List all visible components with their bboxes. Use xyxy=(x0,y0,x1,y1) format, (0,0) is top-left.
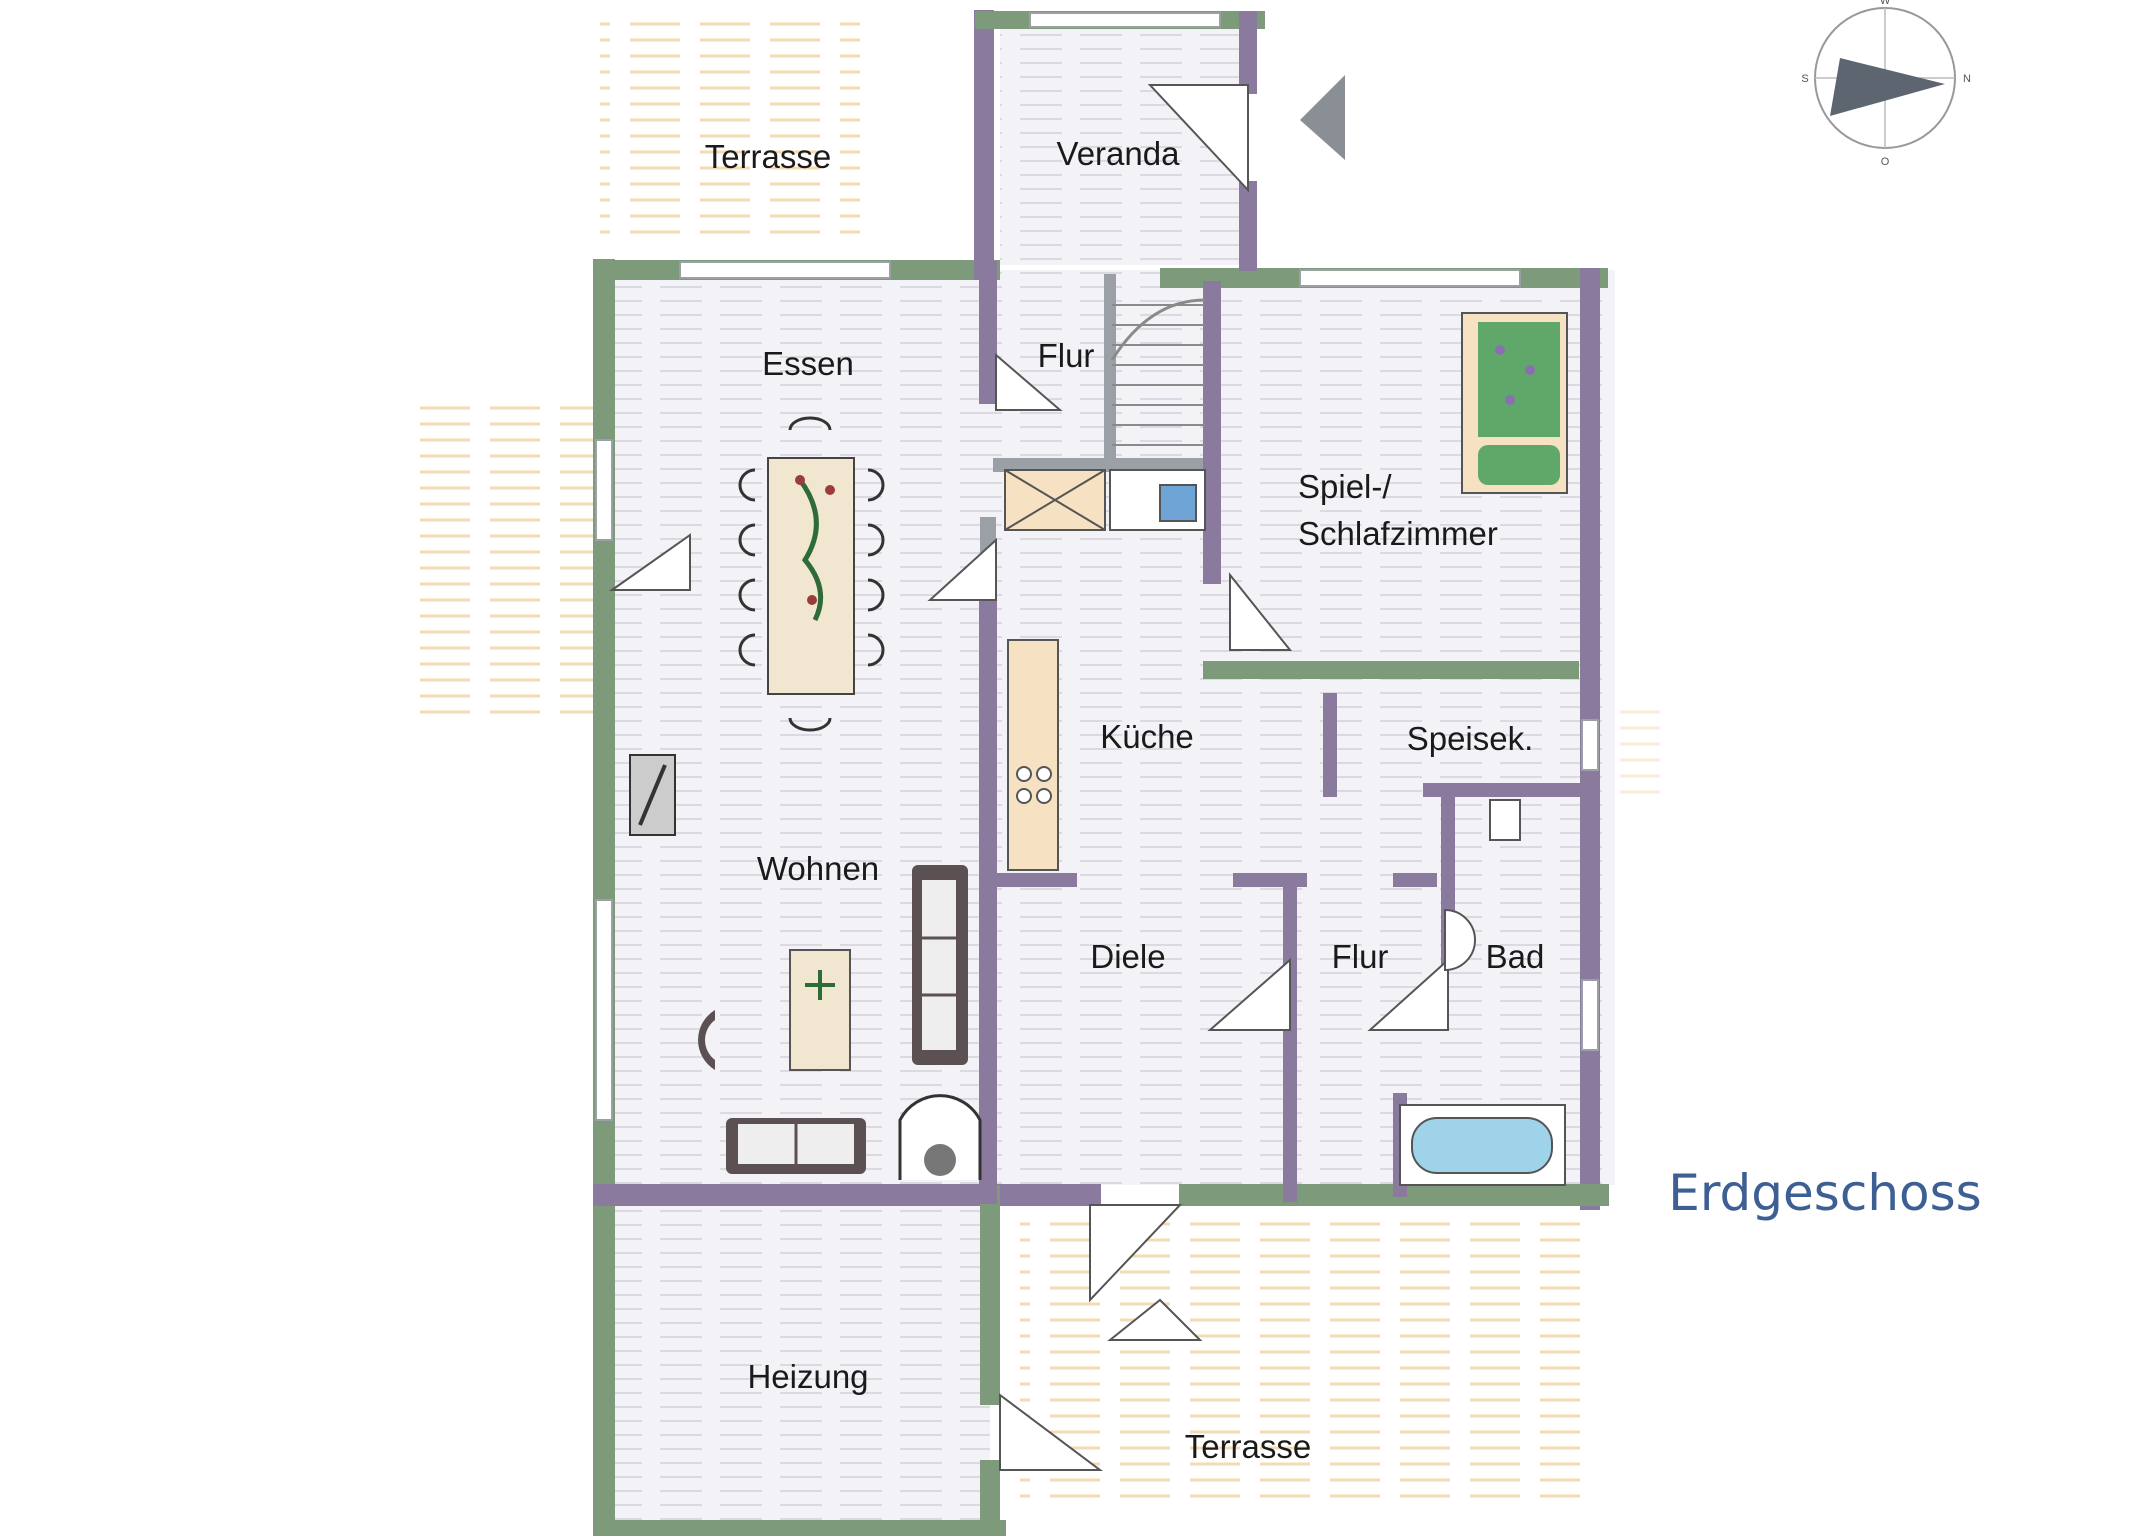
label-spiel-line1: Spiel-/ xyxy=(1298,468,1392,505)
label-flur-top: Flur xyxy=(1038,337,1095,374)
label-wohnen: Wohnen xyxy=(757,850,879,887)
compass-needle-icon xyxy=(1830,58,1945,116)
staircase xyxy=(1110,298,1206,446)
label-essen: Essen xyxy=(762,345,854,382)
label-flur-mid: Flur xyxy=(1332,938,1389,975)
label-diele: Diele xyxy=(1090,938,1165,975)
fireplace xyxy=(629,754,676,836)
compass-label-n: N xyxy=(1963,73,1971,85)
floor-title: Erdgeschoss xyxy=(1668,1164,1981,1222)
living-furniture xyxy=(698,865,982,1180)
label-kueche: Küche xyxy=(1100,718,1194,755)
label-speisek: Speisek. xyxy=(1407,720,1534,757)
entrance-marker xyxy=(1300,75,1345,160)
door-swings xyxy=(608,84,1449,1471)
windows xyxy=(595,12,1599,1121)
bed xyxy=(1461,312,1568,494)
room-labels: Terrasse Veranda Flur Essen Spiel-/ Schl… xyxy=(705,135,1545,1465)
label-veranda: Veranda xyxy=(1057,135,1181,172)
compass-rose: W O S N xyxy=(1801,0,1971,168)
dining-table xyxy=(767,457,855,695)
compass-label-s: S xyxy=(1801,73,1808,85)
compass-label-w: W xyxy=(1880,0,1891,7)
label-terrasse-bottom: Terrasse xyxy=(1185,1428,1312,1465)
label-bad: Bad xyxy=(1486,938,1545,975)
label-terrasse-top: Terrasse xyxy=(705,138,832,175)
dining-chairs xyxy=(738,416,885,732)
compass-label-o: O xyxy=(1881,156,1890,168)
label-spiel-line2: Schlafzimmer xyxy=(1298,515,1498,552)
kitchen-counters xyxy=(1004,469,1206,871)
label-heizung: Heizung xyxy=(747,1358,868,1395)
bathroom-fixtures xyxy=(1399,799,1566,1186)
